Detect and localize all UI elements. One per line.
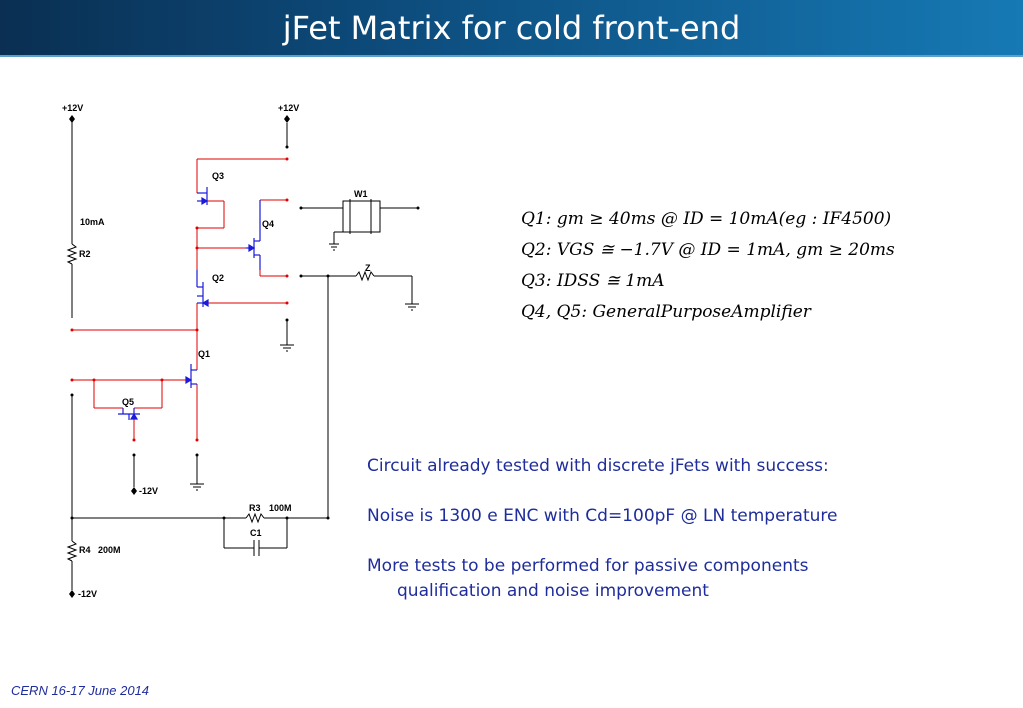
r4-value-label: 200M <box>98 545 121 555</box>
q4-label: Q4 <box>262 219 274 229</box>
w1-label: W1 <box>354 189 368 199</box>
r4-label: R4 <box>79 545 91 555</box>
vee-bottom-label: -12V <box>78 589 97 599</box>
q3-label: Q3 <box>212 171 224 181</box>
footer-text: CERN 16-17 June 2014 <box>11 683 150 698</box>
note-more-tests: More tests to be performed for passive c… <box>367 556 809 576</box>
vcc-left-label: +12V <box>62 103 83 113</box>
q3-jfet <box>197 187 209 206</box>
q2-jfet <box>196 270 209 308</box>
equation-q2: Q2: VGS ≅ −1.7V @ ID = 1mA, gm ≥ 20ms <box>521 240 895 260</box>
vee-mid-terminal: -12V <box>131 453 158 496</box>
vee-mid-label: -12V <box>139 486 158 496</box>
feedback-nodes <box>69 393 330 598</box>
r3-label: R3 <box>249 503 261 513</box>
vcc-left-terminal: +12V <box>62 103 83 123</box>
ground-symbols <box>190 320 294 491</box>
q5-label: Q5 <box>122 397 134 407</box>
left-supply-rail <box>66 119 78 318</box>
q1-jfet <box>185 364 197 388</box>
equation-q3: Q3: IDSS ≅ 1mA <box>521 271 665 291</box>
q5-jfet <box>118 408 140 420</box>
feedback-network <box>66 395 328 590</box>
c1-label: C1 <box>250 528 262 538</box>
z-impedance <box>301 270 419 518</box>
title-bar: jFet Matrix for cold front-end <box>0 0 1023 57</box>
vcc-right-label: +12V <box>278 103 299 113</box>
red-nodes <box>70 157 289 442</box>
r2-value-label: 10mA <box>80 217 105 227</box>
z-label: Z <box>365 263 371 273</box>
equation-q1: Q1: gm ≥ 40ms @ ID = 10mA(eg : IF4500) <box>521 209 892 229</box>
note-tested: Circuit already tested with discrete jFe… <box>367 456 829 476</box>
slide-title: jFet Matrix for cold front-end <box>282 9 741 47</box>
q2-label: Q2 <box>212 273 224 283</box>
r2-label: R2 <box>79 249 91 259</box>
w1-transformer <box>301 199 418 251</box>
vcc-right-terminal: +12V <box>278 103 299 149</box>
note-more-tests-continued: qualification and noise improvement <box>397 581 709 601</box>
r3-value-label: 100M <box>269 503 292 513</box>
equation-q4-q5: Q4, Q5: GeneralPurposeAmplifier <box>521 302 811 322</box>
note-noise: Noise is 1300 e ENC with Cd=100pF @ LN t… <box>367 506 838 526</box>
red-wires <box>72 158 287 440</box>
q1-label: Q1 <box>198 349 210 359</box>
q4-jfet <box>246 200 261 270</box>
